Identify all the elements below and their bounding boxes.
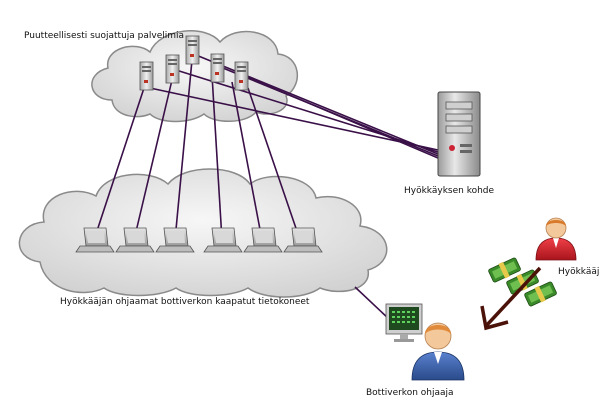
monitor-icon bbox=[385, 303, 423, 342]
money-bundle-icon bbox=[488, 257, 521, 283]
server-target-link-1 bbox=[149, 87, 439, 151]
server-icon bbox=[185, 35, 200, 65]
connection-lines bbox=[93, 54, 439, 321]
money-icons bbox=[488, 257, 557, 307]
server-icon bbox=[165, 54, 180, 84]
laptop-icon bbox=[243, 227, 283, 253]
servers-cloud-label: Puutteellisesti suojattuja palvelimia bbox=[24, 31, 185, 41]
target-server-icon bbox=[437, 91, 481, 177]
server-icon bbox=[139, 61, 154, 91]
laptop-icon bbox=[155, 227, 195, 253]
payment-arrow-icon bbox=[480, 266, 542, 331]
bot-link-1 bbox=[93, 84, 146, 241]
attacker-label: Hyökkääjä bbox=[558, 267, 600, 277]
laptop-icon bbox=[75, 227, 115, 253]
bot-link-6 bbox=[247, 87, 301, 241]
server-icon bbox=[234, 61, 249, 91]
herder-botnet-link bbox=[354, 286, 391, 321]
bot-link-2 bbox=[133, 79, 173, 241]
server-target-link-5 bbox=[239, 73, 439, 159]
bot-herder-label: Bottiverkon ohjaaja bbox=[366, 388, 454, 398]
server-icons bbox=[139, 35, 249, 91]
laptop-icon bbox=[283, 227, 323, 253]
attacker-person-icon bbox=[535, 217, 577, 261]
money-bundle-icon bbox=[524, 281, 557, 307]
botnet-cloud bbox=[18, 168, 388, 298]
laptop-icon bbox=[203, 227, 243, 253]
target-label: Hyökkäyksen kohde bbox=[404, 186, 495, 196]
botnet-laptops bbox=[75, 227, 323, 253]
bot-link-3 bbox=[174, 59, 193, 241]
server-icon bbox=[210, 53, 225, 83]
bot-herder-person-icon bbox=[411, 322, 465, 381]
botnet-label: Hyökkääjän ohjaamat bottiverkon kaapatut… bbox=[60, 297, 310, 307]
laptop-icon bbox=[115, 227, 155, 253]
bot-herder-group bbox=[385, 303, 465, 381]
bot-link-5 bbox=[231, 81, 263, 241]
